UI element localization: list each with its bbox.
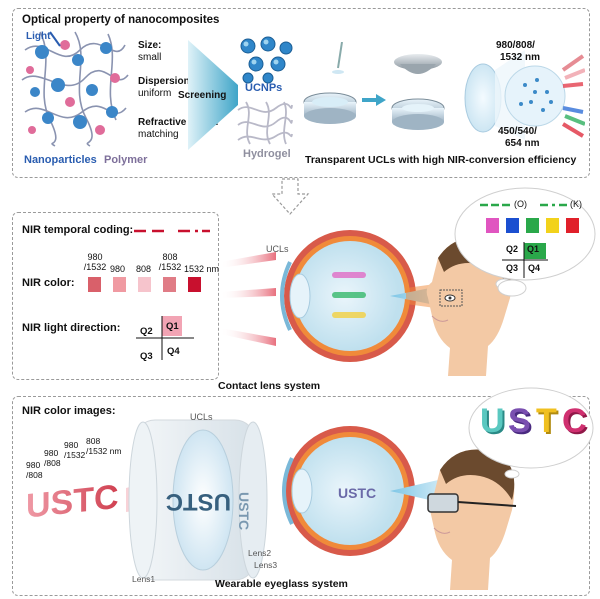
bottom-title: NIR color images: <box>22 405 116 417</box>
refractive-label: Refractive index: <box>138 117 219 128</box>
screening-label: Screening <box>178 90 227 101</box>
eye-cross-section-bottom: USTC <box>282 426 447 556</box>
color-swatch-0 <box>88 277 101 292</box>
eyeglass-lens-stack: USTC USTC <box>128 419 268 581</box>
bubble-q2: Q2 <box>506 244 519 254</box>
dir-q4: Q4 <box>167 346 180 357</box>
nir-ustc-projection: USTC <box>26 478 142 526</box>
polymer-label: Polymer <box>104 154 148 166</box>
bubble-o-label: (O) <box>514 199 527 209</box>
wl-label-980-808b: 980 /808 <box>44 448 61 468</box>
bubble-q4: Q4 <box>528 263 541 273</box>
top-title: Optical property of nanocomposites <box>22 14 220 26</box>
top-panel <box>12 8 590 178</box>
color-swatch-1 <box>113 277 126 292</box>
middle-ucls-label: UCLs <box>266 244 289 254</box>
ustc-letter-u: U <box>480 402 505 440</box>
middle-caption: Contact lens system <box>218 380 321 392</box>
contact-lens-emission <box>464 50 585 140</box>
nir-color-label: NIR color: <box>22 277 75 289</box>
ustc-letter-c: C <box>562 402 587 440</box>
vis-wavelength-line2: 654 nm <box>505 138 540 149</box>
light-direction-label: NIR light direction: <box>22 322 121 334</box>
bubble-trail <box>497 279 527 297</box>
inverted-ustc-text: USTC <box>166 488 231 515</box>
thought-bubble-bottom <box>468 387 594 479</box>
temporal-coding-label: NIR temporal coding: <box>22 224 134 236</box>
wl-label-980-808: 980 /808 <box>26 460 43 480</box>
top-caption: Transparent UCLs with high NIR-conversio… <box>305 154 577 166</box>
dir-q3: Q3 <box>140 351 153 362</box>
ustc-letter-t: T <box>536 402 557 440</box>
temporal-coding-pattern <box>134 229 210 233</box>
color-label-1: 980 <box>110 264 126 274</box>
bubble-q1: Q1 <box>527 244 540 254</box>
quadrant-diagram <box>136 316 194 360</box>
dir-q1: Q1 <box>166 321 179 332</box>
bottom-ucls-label: UCLs <box>190 412 213 422</box>
wl-label-980-1532: 980 /1532 <box>64 440 86 460</box>
bubble-swatch-2 <box>526 218 539 233</box>
bottom-panel <box>12 396 590 596</box>
refractive-value: matching <box>138 129 179 140</box>
light-label: Light <box>26 31 51 42</box>
nir-ustc-text: USTC <box>26 478 119 526</box>
nir-wavelength-line2: 1532 nm <box>500 52 541 63</box>
bubble-temporal-pattern <box>480 203 567 207</box>
bubble-k-label: (K) <box>570 199 582 209</box>
dir-q2: Q2 <box>140 326 153 337</box>
nir-beams <box>220 252 276 346</box>
bottom-caption: Wearable eyeglass system <box>215 578 348 590</box>
down-arrow <box>270 178 310 215</box>
nir-wavelength-line1: 980/808/ <box>496 40 535 51</box>
eye-cross-section <box>280 230 450 362</box>
lens3-label: Lens3 <box>254 560 278 570</box>
middle-left-panel <box>12 212 219 380</box>
color-label-4: 1532 nm <box>184 264 220 274</box>
ucnps-label: UCNPs <box>245 82 283 94</box>
lens-fabrication <box>303 42 445 130</box>
bubble-quadrant <box>502 242 548 278</box>
bubble-q3: Q3 <box>506 263 519 273</box>
bubble-swatch-0 <box>486 218 499 233</box>
wl-label-808-1532: 808 /1532 nm <box>86 436 122 456</box>
size-value: small <box>138 52 162 63</box>
lens1-label: Lens1 <box>132 574 156 584</box>
screening-funnel <box>188 40 238 150</box>
color-swatch-2 <box>138 277 151 292</box>
eye-ustc-text: USTC <box>338 485 376 501</box>
bubble-swatch-3 <box>546 218 559 233</box>
ustc-letter-s: S <box>508 402 531 440</box>
color-label-2: 808 <box>136 264 152 274</box>
bubble-swatch-1 <box>506 218 519 233</box>
color-label-3: 808 /1532 <box>158 252 182 272</box>
ucnp-cluster <box>240 36 293 84</box>
hydrogel-label: Hydrogel <box>243 148 291 160</box>
bubble-swatch-4 <box>566 218 579 233</box>
nanoparticles-label: Nanoparticles <box>24 154 97 166</box>
hydrogel-mesh <box>237 101 293 145</box>
color-swatch-4 <box>188 277 201 292</box>
color-label-0: 980 /1532 <box>83 252 107 272</box>
dispersion-value: uniform <box>138 88 172 99</box>
lens2-label: Lens2 <box>248 548 272 558</box>
dispersion-label: Dispersion: <box>138 76 194 87</box>
size-label: Size: <box>138 40 162 51</box>
nanocomposite-illustration <box>21 31 129 147</box>
head-profile-glasses <box>427 449 517 590</box>
color-swatch-3 <box>163 277 176 292</box>
vis-wavelength-line1: 450/540/ <box>498 126 537 137</box>
side-ustc-text: USTC <box>236 492 252 530</box>
